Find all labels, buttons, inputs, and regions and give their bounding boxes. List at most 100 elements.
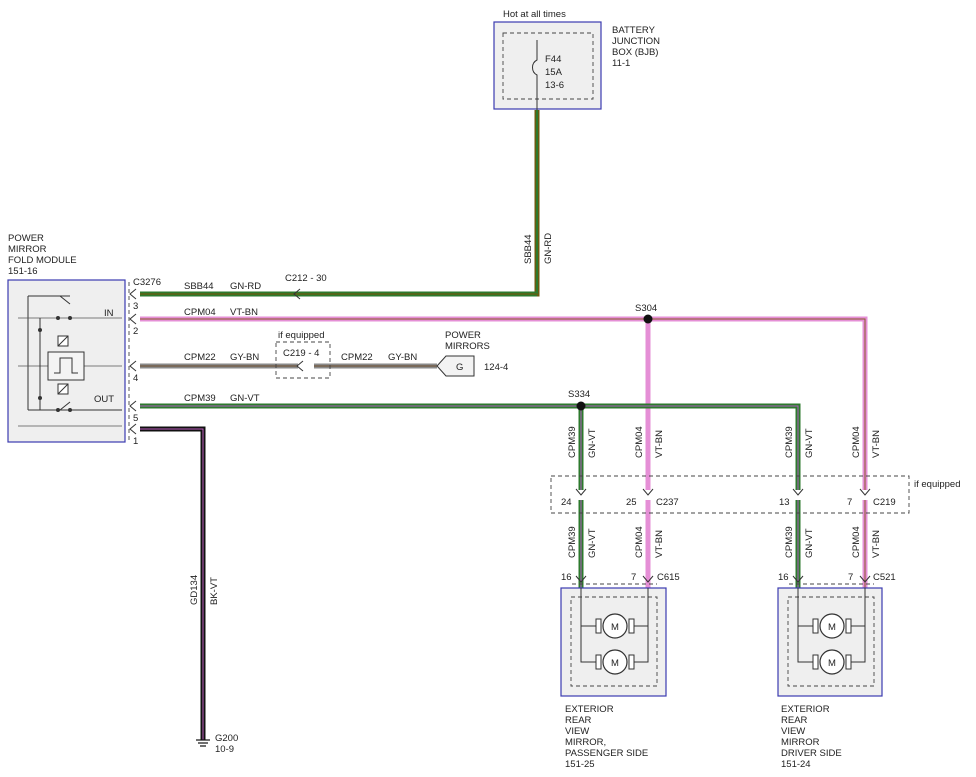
- fuse-f44-icon: [532, 40, 538, 110]
- wire-cpm39-p2-circuit: CPM39: [567, 526, 578, 558]
- connector-c237: C237: [656, 497, 679, 508]
- c521-pin-16-icon: [792, 575, 804, 583]
- pin-2-label: 2: [133, 326, 138, 337]
- power-mirror-fold-module: POWER MIRROR FOLD MODULE 151-16 C3276 IN…: [7, 233, 161, 447]
- driver-mirror-title-5: DRIVER SIDE: [781, 748, 842, 759]
- connector-c219: C219: [873, 497, 896, 508]
- power-mirrors-connector-icon: [436, 355, 475, 377]
- passenger-motor-2-icon: M: [595, 649, 635, 675]
- wire-cpm04-d2-circuit: CPM04: [851, 526, 862, 558]
- pin-3-label: 3: [133, 301, 138, 312]
- bjb-ref: 11-1: [612, 58, 630, 69]
- wire-cpm22-circuit: CPM22: [184, 352, 216, 363]
- fuse-id: F44: [545, 54, 561, 65]
- wire-cpm39-circuit: CPM39: [184, 393, 216, 404]
- wire-cpm22-color: GY-BN: [230, 352, 259, 363]
- wire-cpm04-p1-color: VT-BN: [654, 430, 665, 458]
- wire-gd134-color: BK-VT: [209, 577, 220, 605]
- c237-pin-24-label: 24: [561, 497, 572, 508]
- pin-4-label: 4: [133, 373, 138, 384]
- wire-cpm22-color-2: GY-BN: [388, 352, 417, 363]
- passenger-mirror-title-1: EXTERIOR: [565, 704, 614, 715]
- c237-pin-25-icon: [642, 488, 654, 496]
- wire-cpm04: CPM04 VT-BN CPM04 VT-BN CPM04 VT-BN CPM0…: [140, 303, 882, 588]
- pin-1-label: 1: [133, 436, 138, 447]
- ground-icon: [196, 739, 210, 747]
- passenger-mirror-inner-dashed: [570, 596, 658, 687]
- wire-cpm04-p2-circuit: CPM04: [634, 526, 645, 558]
- wire-sbb44: SBB44 GN-RD SBB44 GN-RD C212 - 30: [140, 110, 554, 300]
- fuse-rating: 15A: [545, 67, 563, 78]
- driver-mirror-title-3: VIEW: [781, 726, 805, 737]
- wire-cpm39-p2-color: GN-VT: [587, 528, 598, 558]
- fold-module-connector: C3276: [133, 277, 161, 288]
- bjb-hot-label: Hot at all times: [503, 9, 566, 20]
- wire-gd134-circuit: GD134: [189, 575, 200, 605]
- wire-sbb44-vert-color: GN-RD: [543, 233, 554, 264]
- inline-connectors-dashed-box: [550, 475, 910, 514]
- c219-pin-13-icon: [792, 488, 804, 496]
- driver-mirror-title-2: REAR: [781, 715, 808, 726]
- c615-pin-16-label: 16: [561, 572, 572, 583]
- wire-cpm39-color: GN-VT: [230, 393, 260, 404]
- wire-cpm39-body: [140, 403, 801, 490]
- fold-module-internal-schematic: [18, 295, 122, 427]
- driver-mirror-title-1: EXTERIOR: [781, 704, 830, 715]
- wire-cpm39-d2-color: GN-VT: [804, 528, 815, 558]
- passenger-mirror: 16 7 C615 M M EXTERIOR REAR VIEW MIRROR,…: [560, 572, 680, 770]
- passenger-mirror-title-2: REAR: [565, 715, 592, 726]
- fold-module-ref: 151-16: [8, 266, 38, 277]
- wire-cpm04-p2-color: VT-BN: [654, 530, 665, 558]
- fold-module-title-1: POWER: [8, 233, 44, 244]
- connector-c212: C212 - 30: [285, 273, 327, 284]
- wire-cpm22-circuit-2: CPM22: [341, 352, 373, 363]
- wire-cpm04-color: VT-BN: [230, 307, 258, 318]
- wire-cpm39-p1-color: GN-VT: [587, 428, 598, 458]
- bjb-inner-dashed: [502, 32, 594, 100]
- wire-cpm39-d1-circuit: CPM39: [784, 426, 795, 458]
- passenger-mirror-outline: [560, 587, 667, 697]
- passenger-mirror-title-4: MIRROR,: [565, 737, 606, 748]
- fold-module-title-3: FOLD MODULE: [8, 255, 77, 266]
- wire-cpm04-d1-circuit: CPM04: [851, 426, 862, 458]
- ground-ref: 10-9: [215, 744, 234, 755]
- wire-cpm39-d1-color: GN-VT: [804, 428, 815, 458]
- c521-pin-7-label: 7: [848, 572, 853, 583]
- connector-c219-4-icon: [296, 360, 304, 372]
- splice-s334-label: S334: [568, 389, 590, 400]
- c219-4-if-equipped: if equipped: [278, 330, 324, 341]
- pin-5-label: 5: [133, 413, 138, 424]
- c219-pin-13-label: 13: [779, 497, 790, 508]
- svg-text:M: M: [611, 622, 619, 633]
- svg-text:M: M: [828, 622, 836, 633]
- wire-sbb44-vert-circuit: SBB44: [523, 234, 534, 264]
- c615-pin-16-icon: [575, 575, 587, 583]
- svg-text:M: M: [828, 658, 836, 669]
- wire-cpm04-circuit: CPM04: [184, 307, 216, 318]
- pin-5-icon: [129, 400, 137, 412]
- c219-pin-7-label: 7: [847, 497, 852, 508]
- power-mirrors-title-1: POWER: [445, 330, 481, 341]
- ground-id: G200: [215, 733, 238, 744]
- wire-cpm39: CPM39 GN-VT CPM39 GN-VT CPM39 GN-VT CPM3…: [140, 389, 815, 588]
- connector-c212-icon: [293, 288, 301, 300]
- inline-if-equipped: if equipped: [914, 479, 960, 490]
- svg-text:M: M: [611, 658, 619, 669]
- fold-module-out-label: OUT: [94, 394, 114, 405]
- power-mirrors-ref: 124-4: [484, 362, 508, 373]
- pin-3-icon: [129, 288, 137, 300]
- pin-4-icon: [129, 360, 137, 372]
- power-mirrors-symbol: G: [456, 362, 463, 373]
- c521-pin-16-label: 16: [778, 572, 789, 583]
- c615-pin-7-label: 7: [631, 572, 636, 583]
- driver-mirror-outline: [777, 587, 883, 697]
- passenger-motor-1-icon: M: [595, 613, 635, 639]
- c615-pin-7-icon: [642, 575, 654, 583]
- fuse-ref: 13-6: [545, 80, 564, 91]
- connector-c615: C615: [657, 572, 680, 583]
- bjb-title-line2: JUNCTION: [612, 36, 660, 47]
- wire-cpm39-p1-circuit: CPM39: [567, 426, 578, 458]
- c219-pin-7-icon: [859, 488, 871, 496]
- connector-c219-4: C219 - 4: [283, 348, 319, 359]
